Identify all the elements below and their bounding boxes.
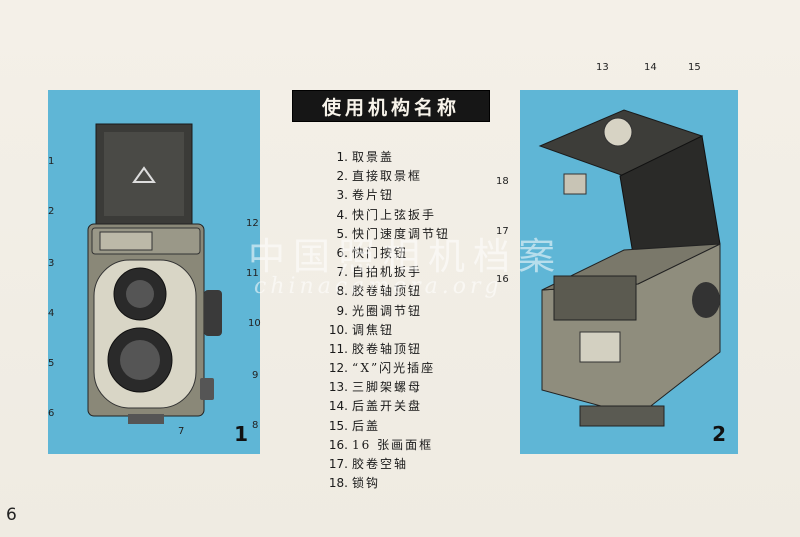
part-label: 胶卷空轴 <box>352 457 409 471</box>
callout-label: 3 <box>48 258 55 269</box>
figure-number: 2 <box>712 422 726 446</box>
callout-label: 15 <box>688 62 701 73</box>
part-number: 10. <box>328 322 348 337</box>
parts-list-item: 14. 后盖开关盘 <box>320 397 450 416</box>
callout-label: 18 <box>496 176 509 187</box>
callout-label: 9 <box>252 370 259 381</box>
callout-label: 12 <box>246 218 259 229</box>
parts-list-item: 15. 后盖 <box>320 417 450 436</box>
callout-label: 14 <box>644 62 657 73</box>
part-label: “X”闪光插座 <box>352 361 436 376</box>
parts-list-item: 10. 调焦钮 <box>320 321 450 340</box>
callout-label: 6 <box>48 408 55 419</box>
part-number: 7. <box>336 265 348 280</box>
callout-label: 16 <box>496 274 509 285</box>
part-number: 8. <box>336 284 348 299</box>
parts-list-item: 18. 锁钩 <box>320 474 450 493</box>
part-number: 2. <box>336 169 348 184</box>
page-title: 使用机构名称 <box>292 90 490 122</box>
part-number: 4. <box>336 207 348 222</box>
callout-label: 8 <box>252 420 259 431</box>
part-label: 卷片钮 <box>352 188 395 203</box>
parts-list-item: 2. 直接取景框 <box>320 167 450 186</box>
parts-list-item: 11. 胶卷轴顶钮 <box>320 340 450 359</box>
part-number: 3. <box>336 188 348 203</box>
part-number: 1. <box>336 150 348 164</box>
parts-list-item: 17. 胶卷空轴 <box>320 455 450 474</box>
callout-label: 10 <box>248 318 261 329</box>
parts-list: 1. 取景盖 2. 直接取景框 3. 卷片钮 4. 快门上弦扳手 5. 快门速度调节钮 6. 快门按钮… <box>320 148 450 493</box>
part-label: 16 张画面框 <box>352 437 434 452</box>
part-number: 17. <box>328 457 348 471</box>
part-number: 14. <box>328 399 348 414</box>
figure-1-panel: 1 2 3 4 5 6 7 8 9 10 11 12 1 <box>48 90 261 454</box>
part-number: 13. <box>328 380 348 395</box>
parts-list-item: 3. 卷片钮 <box>320 186 450 205</box>
part-label: 后盖 <box>352 418 381 433</box>
part-number: 9. <box>336 303 348 318</box>
page-number: 6 <box>6 505 17 525</box>
parts-list-item: 8. 胶卷轴顶钮 <box>320 282 450 301</box>
part-label: 三脚架螺母 <box>352 380 423 395</box>
camera-front-illustration <box>87 123 222 424</box>
callout-label: 7 <box>178 426 185 437</box>
part-label: 直接取景框 <box>352 169 423 184</box>
part-label: 自拍机扳手 <box>352 265 423 280</box>
watermark-text: 中国照相机档案 <box>248 235 563 278</box>
parts-list-item: 7. 自拍机扳手 <box>320 263 450 282</box>
figure-number: 1 <box>234 422 248 446</box>
parts-list-item: 6. 快门按钮 <box>320 244 450 263</box>
parts-list-item: 4. 快门上弦扳手 <box>320 206 450 225</box>
part-label: 快门速度调节钮 <box>352 226 451 241</box>
callout-label: 17 <box>496 226 509 237</box>
callout-label: 13 <box>596 62 609 73</box>
callout-label: 11 <box>246 268 259 279</box>
callout-label: 1 <box>48 156 55 167</box>
part-label: 胶卷轴顶钮 <box>352 341 423 356</box>
part-number: 6. <box>336 245 348 260</box>
parts-list-item: 5. 快门速度调节钮 <box>320 225 450 244</box>
page-title-text: 使用机构名称 <box>321 96 460 119</box>
callout-label: 5 <box>48 358 55 369</box>
parts-list-item: 13. 三脚架螺母 <box>320 378 450 397</box>
part-label: 胶卷轴顶钮 <box>352 284 423 299</box>
parts-list-item: 9. 光圈调节钮 <box>320 302 450 321</box>
part-number: 18. <box>328 476 348 491</box>
parts-list-item: 12. “X”闪光插座 <box>320 359 450 378</box>
part-label: 取景盖 <box>352 150 395 164</box>
parts-list-item: 16. 16 张画面框 <box>320 436 450 455</box>
part-label: 快门按钮 <box>352 245 409 260</box>
camera-back-open-illustration <box>538 109 721 427</box>
part-number: 16. <box>328 437 348 452</box>
part-number: 12. <box>328 361 348 376</box>
parts-list-item: 1. 取景盖 <box>320 148 450 167</box>
part-number: 5. <box>336 226 348 241</box>
part-label: 锁钩 <box>352 476 381 491</box>
part-number: 15. <box>328 418 348 433</box>
part-label: 光圈调节钮 <box>352 303 423 318</box>
callout-label: 4 <box>48 308 55 319</box>
callout-label: 2 <box>48 206 55 217</box>
part-label: 快门上弦扳手 <box>352 207 437 222</box>
watermark-url: chinacamera.org <box>254 274 503 299</box>
figure-2-panel: 13 14 15 16 17 18 2 <box>496 62 738 454</box>
part-label: 调焦钮 <box>352 322 395 337</box>
part-number: 11. <box>328 341 348 356</box>
part-label: 后盖开关盘 <box>352 399 423 414</box>
